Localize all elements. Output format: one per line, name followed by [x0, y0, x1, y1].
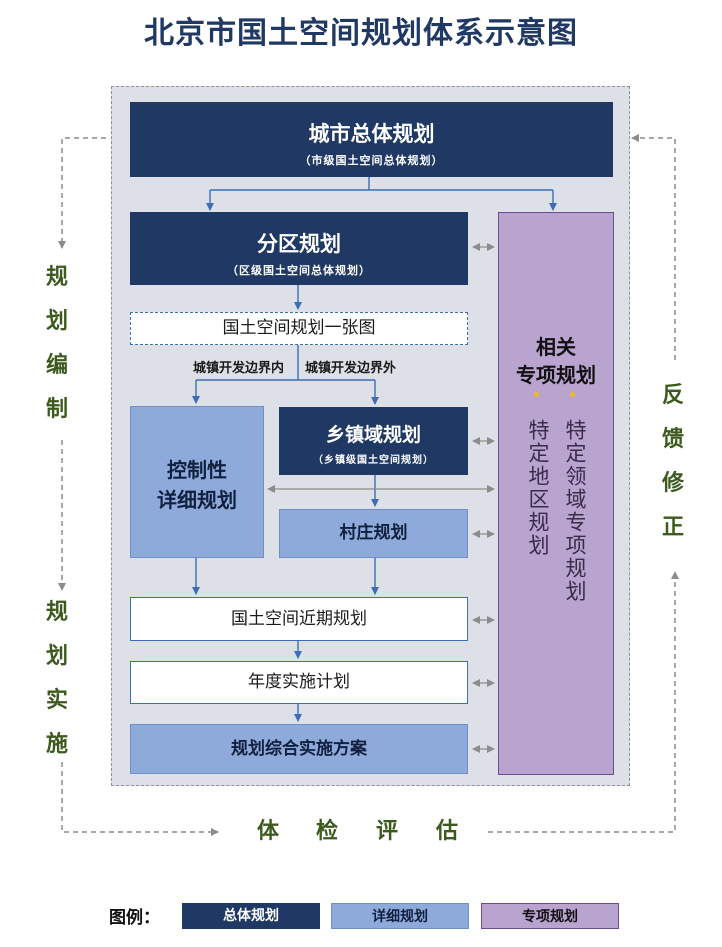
city-master-plan: 城市总体规划 （市级国土空间总体规划）: [130, 102, 613, 177]
legend-special-plan: 专项规划: [481, 903, 619, 929]
legend-label: 图例：: [109, 908, 160, 928]
boundary-inside-label: 城镇开发边界内: [193, 361, 285, 376]
feedback-correction-label: 反 馈 修 正: [662, 382, 685, 540]
bullet-dot: [534, 392, 539, 397]
special-plan-title-line2: 专项规划: [516, 363, 596, 387]
legend-detailed-plan: 详细规划: [331, 903, 469, 929]
near-term-plan: 国土空间近期规划: [130, 597, 468, 641]
township-plan: 乡镇域规划 （乡镇级国土空间规划）: [279, 407, 468, 475]
village-plan: 村庄规划: [279, 509, 468, 558]
township-plan-title: 乡镇域规划: [325, 424, 421, 446]
district-plan: 分区规划 （区级国土空间总体规划）: [130, 212, 468, 285]
evaluation-label: 体 检 评 估: [257, 818, 459, 844]
special-field-plan-text: 特定领域专项规划: [563, 419, 587, 603]
legend-master-plan: 总体规划: [182, 903, 320, 929]
township-plan-subtitle: （乡镇级国土空间规划）: [313, 455, 434, 466]
page-title: 北京市国土空间规划体系示意图: [144, 16, 578, 51]
implementation-plan: 规划综合实施方案: [130, 724, 468, 774]
special-plan: 相关 专项规划 特定地区规划 特定领域专项规划: [498, 212, 614, 775]
plan-implementation-label: 规 划 实 施: [46, 599, 69, 757]
one-map-box: 国土空间规划一张图: [130, 312, 468, 345]
special-plan-title-line1: 相关: [536, 335, 576, 359]
district-plan-title: 分区规划: [257, 232, 341, 256]
special-area-plan-text: 特定地区规划: [526, 419, 550, 557]
city-plan-subtitle: （市级国土空间总体规划）: [299, 154, 444, 167]
regulatory-detailed-plan: 控制性 详细规划: [130, 406, 264, 558]
annual-plan: 年度实施计划: [130, 661, 468, 704]
city-plan-title: 城市总体规划: [308, 122, 435, 146]
plan-compilation-label: 规 划 编 制: [46, 264, 69, 422]
regulatory-plan-line1: 控制性: [167, 458, 227, 482]
special-plan-title: 相关 专项规划: [499, 333, 613, 389]
bullet-dot: [570, 392, 575, 397]
district-plan-subtitle: （区级国土空间总体规划）: [227, 264, 371, 277]
boundary-outside-label: 城镇开发边界外: [305, 361, 397, 376]
regulatory-plan-line2: 详细规划: [157, 488, 237, 512]
